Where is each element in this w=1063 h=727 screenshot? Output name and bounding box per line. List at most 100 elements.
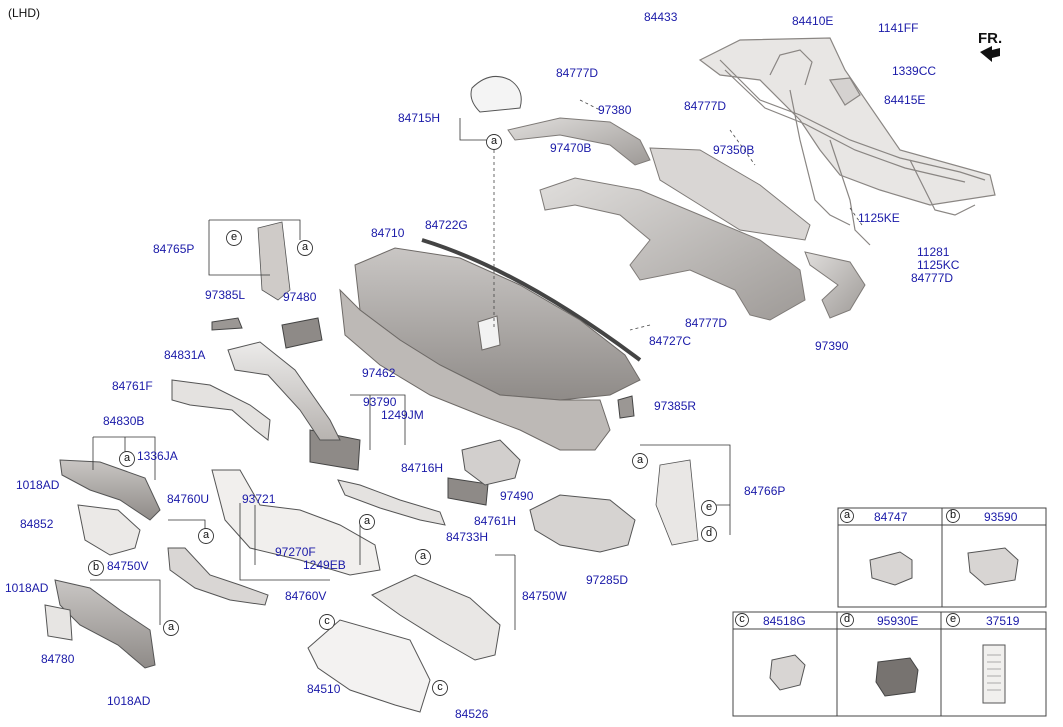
part-84526[interactable]: 84526 — [455, 707, 489, 721]
part-1018AD-mid[interactable]: 1018AD — [5, 581, 49, 595]
upper-trim-shape — [227, 341, 341, 441]
airbag-cover-shape — [470, 75, 522, 113]
part-84410E[interactable]: 84410E — [792, 14, 834, 28]
part-97480[interactable]: 97480 — [283, 290, 317, 304]
callout-b-lower: b — [92, 561, 100, 573]
part-93721[interactable]: 93721 — [242, 492, 276, 506]
part-84750V[interactable]: 84750V — [107, 559, 149, 573]
legend-part-95930E[interactable]: 95930E — [877, 614, 919, 628]
grille-97385L-shape — [211, 317, 243, 331]
side-cover-left-shape — [257, 221, 291, 301]
part-84761H[interactable]: 84761H — [474, 514, 517, 528]
legend-table — [732, 507, 1047, 717]
variant-label: (LHD) — [8, 6, 40, 20]
label-37519-lines — [987, 654, 1001, 691]
callout-e-left: e — [230, 231, 238, 243]
defroster-strip — [421, 238, 642, 362]
callout-a-bracket: a — [202, 529, 210, 541]
part-1249JM[interactable]: 1249JM — [381, 408, 424, 422]
legend-key-c: c — [739, 613, 745, 625]
legend-key-a: a — [843, 509, 851, 521]
crash-pad — [339, 247, 641, 451]
callout-brackets — [90, 118, 731, 630]
part-84777D-lower[interactable]: 84777D — [685, 316, 728, 330]
part-97380[interactable]: 97380 — [598, 103, 632, 117]
legend-key-d: d — [843, 613, 851, 625]
part-84510[interactable]: 84510 — [307, 682, 341, 696]
leader-lines — [493, 99, 863, 331]
fastener-84518G-icon — [769, 654, 806, 691]
part-11281[interactable]: 11281 — [917, 245, 950, 259]
part-84761F[interactable]: 84761F — [112, 379, 153, 393]
part-84760U[interactable]: 84760U — [167, 492, 210, 506]
legend-part-37519[interactable]: 37519 — [986, 614, 1020, 628]
callout-a-airbag: a — [490, 135, 498, 147]
part-84780[interactable]: 84780 — [41, 652, 75, 666]
cross-car-beam — [698, 37, 996, 246]
part-84831A[interactable]: 84831A — [164, 348, 206, 362]
bracket-84716H-shape — [461, 439, 521, 486]
callout-e-right: e — [705, 501, 713, 513]
part-97462[interactable]: 97462 — [362, 366, 396, 380]
part-97470B[interactable]: 97470B — [550, 141, 592, 155]
callout-a-cluster: a — [123, 452, 131, 464]
legend-part-84747[interactable]: 84747 — [874, 510, 908, 524]
part-84750W[interactable]: 84750W — [522, 589, 567, 603]
part-84715H[interactable]: 84715H — [398, 111, 441, 125]
sensor-95930E-icon — [875, 657, 919, 697]
callout-circles — [88, 134, 717, 696]
part-1141FF[interactable]: 1141FF — [878, 21, 919, 35]
climate-panel-shape — [529, 494, 636, 553]
part-97490[interactable]: 97490 — [500, 489, 534, 503]
part-84433[interactable]: 84433 — [644, 10, 678, 24]
part-84777D-right[interactable]: 84777D — [911, 271, 954, 285]
part-1018AD-bottom[interactable]: 1018AD — [107, 694, 151, 708]
front-arrow-icon — [980, 46, 1000, 62]
part-1249EB[interactable]: 1249EB — [303, 558, 346, 572]
legend-part-93590[interactable]: 93590 — [984, 510, 1018, 524]
vent-lower-shape — [447, 477, 489, 506]
part-84727C[interactable]: 84727C — [649, 334, 692, 348]
legend-key-e: e — [949, 613, 957, 625]
part-97385L[interactable]: 97385L — [205, 288, 246, 302]
side-cover-right-shape — [655, 459, 699, 546]
part-97390[interactable]: 97390 — [815, 339, 849, 353]
glovebox-housing-shape — [371, 574, 501, 661]
front-direction-label: FR. — [978, 30, 1003, 47]
callout-a-lower: a — [167, 621, 175, 633]
part-84777D-mid[interactable]: 84777D — [684, 99, 727, 113]
legend-part-84518G[interactable]: 84518G — [763, 614, 806, 628]
part-97385R[interactable]: 97385R — [654, 399, 697, 413]
part-97270F[interactable]: 97270F — [275, 545, 316, 559]
part-84733H[interactable]: 84733H — [446, 530, 489, 544]
part-1125KC[interactable]: 1125KC — [917, 258, 960, 272]
glovebox-door-shape — [307, 619, 431, 713]
air-ducts — [507, 117, 866, 321]
part-84415E[interactable]: 84415E — [884, 93, 926, 107]
lower-trim-shape — [171, 379, 271, 441]
part-1125KE[interactable]: 1125KE — [858, 211, 900, 225]
part-84852[interactable]: 84852 — [20, 517, 54, 531]
part-1339CC[interactable]: 1339CC — [892, 64, 937, 78]
callout-c-door: c — [437, 681, 443, 693]
grille-97385R-shape — [617, 395, 635, 419]
part-1336JA[interactable]: 1336JA — [137, 449, 178, 463]
part-97350B[interactable]: 97350B — [713, 143, 755, 157]
part-84722G[interactable]: 84722G — [425, 218, 468, 232]
part-84716H[interactable]: 84716H — [401, 461, 444, 475]
part-84777D-top[interactable]: 84777D — [556, 66, 599, 80]
part-1018AD-left[interactable]: 1018AD — [16, 478, 60, 492]
part-97285D[interactable]: 97285D — [586, 573, 629, 587]
cluster-lower-shape — [77, 504, 141, 556]
part-84710[interactable]: 84710 — [371, 226, 405, 240]
callout-a-knee: a — [363, 515, 371, 527]
part-84830B[interactable]: 84830B — [103, 414, 145, 428]
part-84766P[interactable]: 84766P — [744, 484, 786, 498]
cover-84780-shape — [44, 604, 73, 641]
part-84760V[interactable]: 84760V — [285, 589, 327, 603]
part-93790[interactable]: 93790 — [363, 395, 397, 409]
clip-84747-icon — [869, 551, 913, 586]
part-84765P[interactable]: 84765P — [153, 242, 195, 256]
